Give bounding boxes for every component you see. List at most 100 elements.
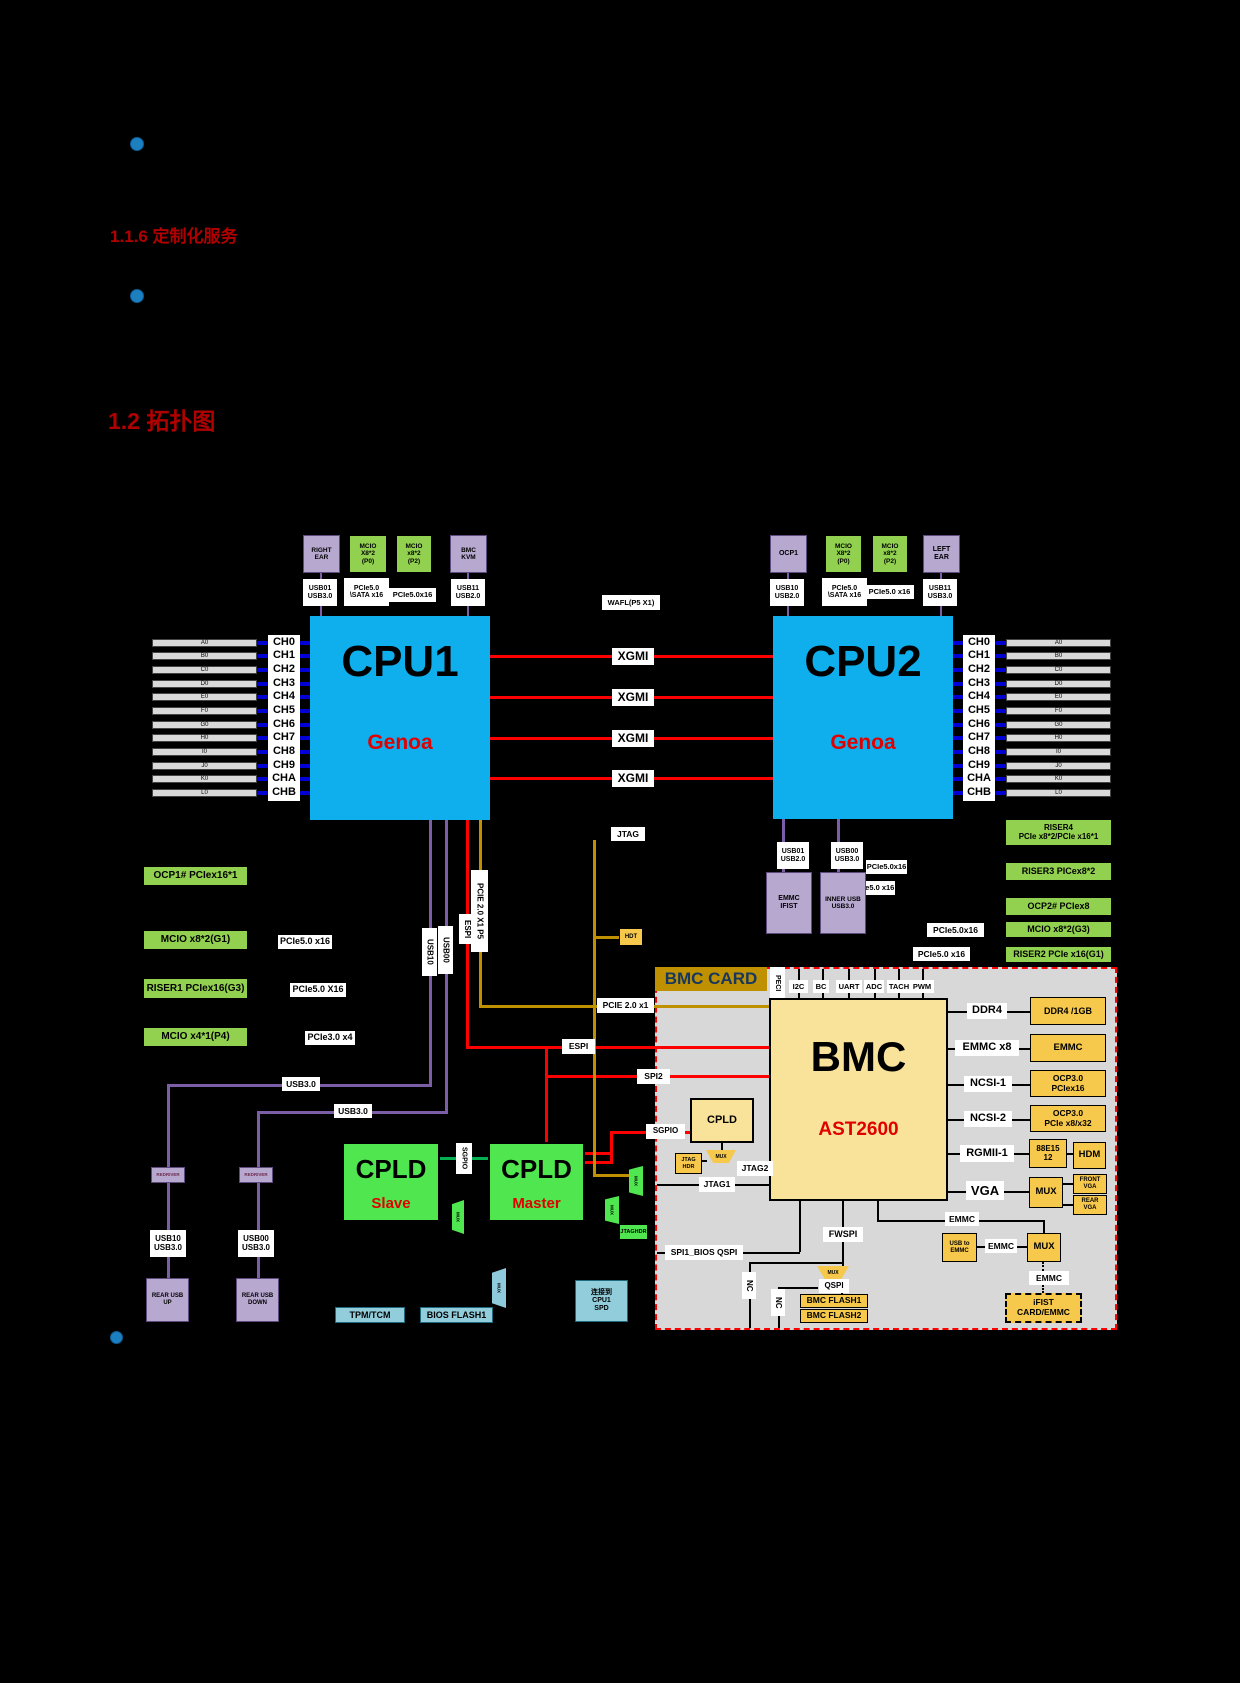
dimm-bar-right: J0 [1006, 762, 1111, 770]
red-wire [585, 1152, 612, 1155]
pcie-x16-label-left: PCIe5.0x16 [389, 588, 436, 602]
bmc-bus-label: EMMC x8 [955, 1040, 1019, 1056]
channel-label-left: CH6 [268, 717, 300, 733]
ifist-box: iFIST CARD/EMMC [1005, 1293, 1082, 1323]
mem-link [300, 682, 310, 686]
emmc-label: EMMC [945, 1212, 979, 1226]
mem-link [995, 682, 1006, 686]
mem-link [300, 777, 310, 781]
red-wire [585, 1161, 612, 1164]
bios-flash1-box: BIOS FLASH1 [420, 1307, 493, 1323]
channel-label-right: CH4 [963, 689, 995, 705]
channel-label-right: CH1 [963, 648, 995, 664]
channel-label-left: CH8 [268, 744, 300, 760]
rgmii-bus-label: RGMII-1 [960, 1145, 1014, 1162]
mem-link [953, 736, 963, 740]
cpld-slave-box [342, 1142, 440, 1222]
pcie-sata-label-left: PCIe5.0 \SATA x16 [344, 578, 389, 606]
bmc-name: BMC [810, 1033, 907, 1080]
channel-label-right: CH8 [963, 744, 995, 760]
dimm-bar-right: K0 [1006, 775, 1111, 783]
jtag2-label: JTAG2 [737, 1161, 773, 1176]
mem-link [257, 723, 270, 727]
redriver-box: REDRIVER [239, 1167, 273, 1183]
mem-link [300, 695, 310, 699]
channel-label-left: CH5 [268, 703, 300, 719]
dimm-bar-left: D0 [152, 680, 257, 688]
dimm-bar-left: J0 [152, 762, 257, 770]
dimm-bar-left: C0 [152, 666, 257, 674]
dimm-bar-left: E0 [152, 693, 257, 701]
spi2-label: SPI2 [637, 1069, 670, 1084]
mcio-p4-link: PCIe3.0 x4 [305, 1031, 355, 1045]
pwm-pin-label: PWM [910, 980, 934, 993]
mcio-g1-link: PCIe5.0 x16 [278, 935, 332, 949]
dimm-bar-right: F0 [1006, 707, 1111, 715]
hdt-box: HDT [619, 928, 643, 946]
mem-link [300, 654, 310, 658]
cpu1-spd-box: 连接到 CPU1 SPD [575, 1280, 628, 1322]
fwspi-label: FWSPI [823, 1227, 863, 1242]
mem-link [953, 777, 963, 781]
channel-label-right: CH7 [963, 730, 995, 746]
fwspi-mux: MUX [817, 1266, 849, 1279]
bmc-kvm-box: BMC KVM [450, 535, 487, 573]
xgmi-label: XGMI [612, 648, 654, 665]
inner-usb-box: INNER USB USB3.0 [820, 872, 866, 934]
gold-wire [596, 1174, 631, 1177]
usb00-port-label: USB00 USB3.0 [831, 842, 863, 869]
channel-label-left: CH3 [268, 676, 300, 692]
mem-link [995, 750, 1006, 754]
red-wire [610, 1131, 613, 1164]
gold-wire [593, 840, 596, 1177]
dimm-bar-right: L0 [1006, 789, 1111, 797]
mcio-g3-box: MCIO x8*2(G3) [1005, 921, 1112, 938]
jtag-hdr-box: JTAGHDR [619, 1224, 648, 1240]
bus-wire [1062, 1183, 1073, 1185]
bus-wire [1062, 1204, 1073, 1206]
phy-box: 88E15 12 [1029, 1139, 1067, 1168]
usb00-port-label: USB00 USB3.0 [238, 1230, 274, 1257]
bus-wire [877, 1201, 879, 1222]
mem-link [953, 682, 963, 686]
mcio-p0-box-right: MCIO X8*2 (P0) [825, 535, 862, 573]
mem-link [995, 736, 1006, 740]
cpu1-name: CPU1 [341, 637, 459, 686]
bus-wire [779, 1287, 818, 1289]
mux-symbol: MUX [492, 1268, 506, 1308]
mem-link [995, 695, 1006, 699]
mem-link [300, 641, 310, 645]
ocp1-box: OCP1 [770, 535, 807, 573]
cpu2-box [773, 616, 953, 819]
tach-pin-label: TACH [887, 980, 911, 993]
dimm-bar-right: G0 [1006, 721, 1111, 729]
bmc-peripheral-box: EMMC [1030, 1034, 1106, 1062]
mem-link [995, 791, 1006, 795]
adc-pin-label: ADC [864, 980, 884, 993]
dimm-bar-left: A0 [152, 639, 257, 647]
mem-link [257, 695, 270, 699]
channel-label-right: CH5 [963, 703, 995, 719]
riser1-box: RISER1 PCIex16(G3) [143, 978, 248, 999]
channel-label-right: CH0 [963, 635, 995, 651]
mem-link [995, 641, 1006, 645]
bullet-icon [130, 137, 144, 151]
channel-label-right: CH3 [963, 676, 995, 692]
dimm-bar-right: D0 [1006, 680, 1111, 688]
nc-label: NC [771, 1289, 785, 1316]
emmc-label: EMMC [985, 1239, 1017, 1253]
bus-wire [799, 1201, 801, 1252]
ocp1-riser-box: OCP1# PCIex16*1 [143, 866, 248, 886]
riser2-link: PCIe5.0 x16 [913, 947, 970, 961]
cpu2-name: CPU2 [804, 637, 922, 686]
mem-link [953, 709, 963, 713]
mem-link [300, 750, 310, 754]
section-heading: 1.1.6 定制化服务 [110, 227, 238, 246]
tpm-box: TPM/TCM [335, 1307, 405, 1323]
riser2-box: RISER2 PCIe x16(G1) [1005, 946, 1112, 963]
usb10-wire-label: USB10 [422, 928, 437, 976]
mem-link [953, 791, 963, 795]
mem-link [300, 668, 310, 672]
bullet-icon [110, 1331, 123, 1344]
vga-mux-box: MUX [1029, 1177, 1063, 1208]
